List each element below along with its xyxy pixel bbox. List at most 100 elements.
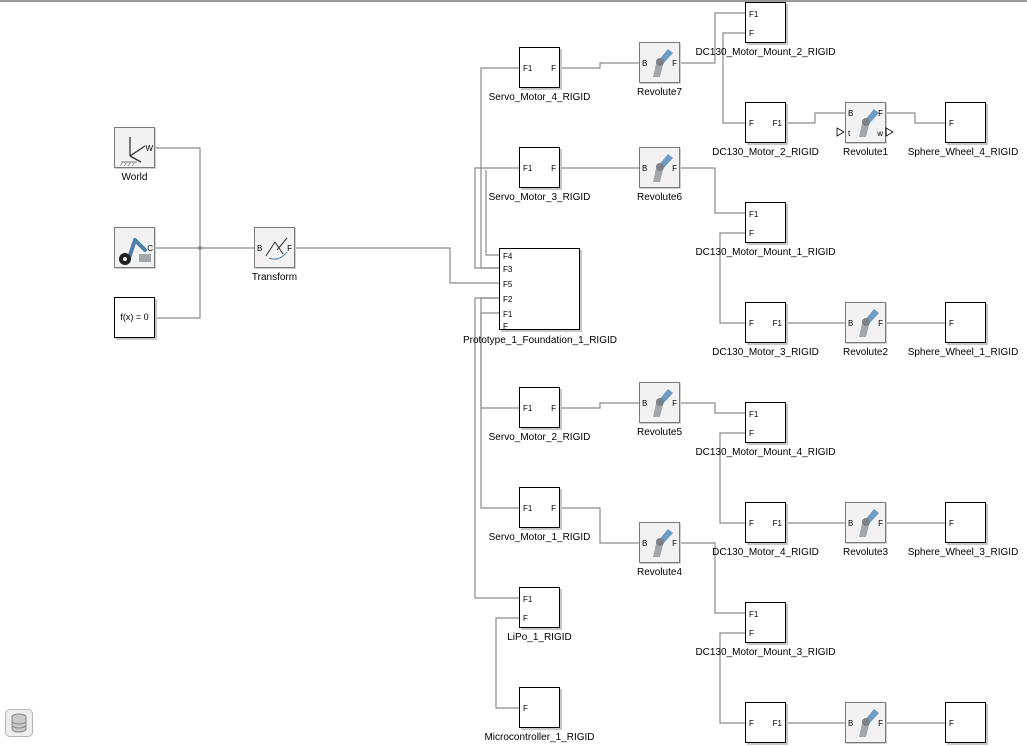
dc130-motor-mount-2-label: DC130_Motor_Mount_2_RIGID [695,47,836,58]
dc130-motor-2-label: DC130_Motor_2_RIGID [712,147,819,158]
robot-arm-gear-icon [119,238,151,265]
port-f: F [749,629,754,638]
revolute1-label: Revolute1 [842,147,889,158]
revolute7-block[interactable]: B F [639,42,680,83]
dc130-motor-mount-4-block[interactable]: F1 F [745,402,786,443]
port-f1: F1 [749,10,759,19]
foundation-port-f3: F3 [503,265,513,274]
dc130-motor-mount-1-label: DC130_Motor_Mount_1_RIGID [695,247,836,258]
wire-s1-r4 [560,507,640,544]
dc130-motor-3-block[interactable]: F F1 [745,302,786,343]
port-f1: F1 [749,410,759,419]
port-f1: F1 [523,404,533,413]
port-f: F [523,614,528,623]
dc130-motor-mount-2-block[interactable]: F1 F [745,2,786,43]
foundation-label: Prototype_1_Foundation_1_RIGID [463,335,617,346]
port-f: F [949,319,954,328]
port-f1: F1 [772,519,782,528]
wire-fx [157,248,201,319]
port-f1: F1 [523,64,533,73]
sphere-wheel-1-label: Sphere_Wheel_1_RIGID [907,347,1019,358]
wire-r7-m2 [680,12,745,64]
revolute1-block[interactable]: B F t w [845,102,886,143]
revolute6-block[interactable]: B F [639,147,680,188]
port-f: F [949,519,954,528]
revolute5-block[interactable]: B F [639,382,680,423]
revolute-joint-icon [859,109,879,137]
servo-motor-3-block[interactable]: F1 F [519,147,560,188]
servo-motor-2-block[interactable]: F1 F [519,387,560,428]
port-f1: F1 [523,164,533,173]
dc130-motor-4-label: DC130_Motor_4_RIGID [712,547,819,558]
wire-m1-motor3 [719,232,745,324]
revolute-joint-icon [859,309,879,337]
transform-icon [265,237,288,260]
port-f1: F1 [523,504,533,513]
dc130-motor-1-block[interactable]: F F1 [745,702,786,743]
port-f: F [878,719,883,728]
port-f: F [523,704,528,713]
revolute4-block[interactable]: B F [639,522,680,563]
wire-m4-motor4 [719,432,745,524]
revolute-joint-icon [653,529,673,557]
servo-motor-4-block[interactable]: F1 F [519,47,560,88]
world-label: World [121,172,148,183]
sphere-wheel-3-block[interactable]: F [945,502,986,543]
port-f: F [878,109,883,118]
world-port-w: W [145,144,153,153]
port-b: B [642,539,648,548]
foundation-port-f4: F4 [503,252,513,261]
revolute4-label: Revolute4 [636,567,683,578]
servo-motor-4-label: Servo_Motor_4_RIGID [488,92,591,103]
port-f: F [749,429,754,438]
wire-foundation-f4 [485,170,500,256]
world-block[interactable]: W [114,127,155,168]
revolute-joint-icon [859,509,879,537]
sphere-wheel-4-block[interactable]: F [945,102,986,143]
foundation-port-f: F [503,322,508,331]
wire-r6-m1 [680,167,745,214]
window-top-border [0,0,1027,2]
transform-port-b: B [257,244,263,253]
foundation-block[interactable]: F4 F3 F5 F2 F1 F [499,248,580,331]
port-b: B [848,319,854,328]
wire-servo3 [474,167,519,269]
port-b: B [848,719,854,728]
port-f1: F1 [772,119,782,128]
lipo-block[interactable]: F1 F [519,587,560,628]
transform-label: Transform [251,272,298,283]
transform-block[interactable]: B F [254,227,295,268]
sphere-wheel-2-block[interactable]: F [945,702,986,743]
wire-lipo [474,297,519,599]
fx-text: f(x) = 0 [120,312,149,322]
port-b: B [642,399,648,408]
solver-configuration-block[interactable]: C [114,227,155,268]
port-f1: F1 [772,719,782,728]
wire-micro [495,617,519,709]
port-b: B [848,519,854,528]
revolute3-block[interactable]: B F [845,502,886,543]
dc130-motor-4-block[interactable]: F F1 [745,502,786,543]
servo-motor-1-label: Servo_Motor_1_RIGID [488,532,591,543]
revolute2-label: Revolute2 [842,347,889,358]
dc130-motor-mount-3-block[interactable]: F1 F [745,602,786,643]
dc130-motor-2-block[interactable]: F F1 [745,102,786,143]
dc130-motor-mount-1-block[interactable]: F1 F [745,202,786,243]
data-inspector-button[interactable] [5,709,33,737]
wire-m2-motor2 [722,32,745,124]
revolute-joint-icon [653,154,673,182]
sphere-wheel-1-block[interactable]: F [945,302,986,343]
foundation-port-f2: F2 [503,295,513,304]
servo-motor-1-block[interactable]: F1 F [519,487,560,528]
microcontroller-block[interactable]: F [519,687,560,728]
wire-transform [296,247,500,284]
lipo-label: LiPo_1_RIGID [507,632,572,643]
revolute-joint-icon [653,389,673,417]
port-f: F [749,229,754,238]
foundation-port-f1: F1 [503,310,513,319]
fx-equals-zero-block[interactable]: f(x) = 0 [114,297,155,338]
servo-motor-2-label: Servo_Motor_2_RIGID [488,432,591,443]
revolute8-block[interactable]: B F [845,702,886,743]
revolute2-block[interactable]: B F [845,302,886,343]
dc130-motor-mount-4-label: DC130_Motor_Mount_4_RIGID [695,447,836,458]
